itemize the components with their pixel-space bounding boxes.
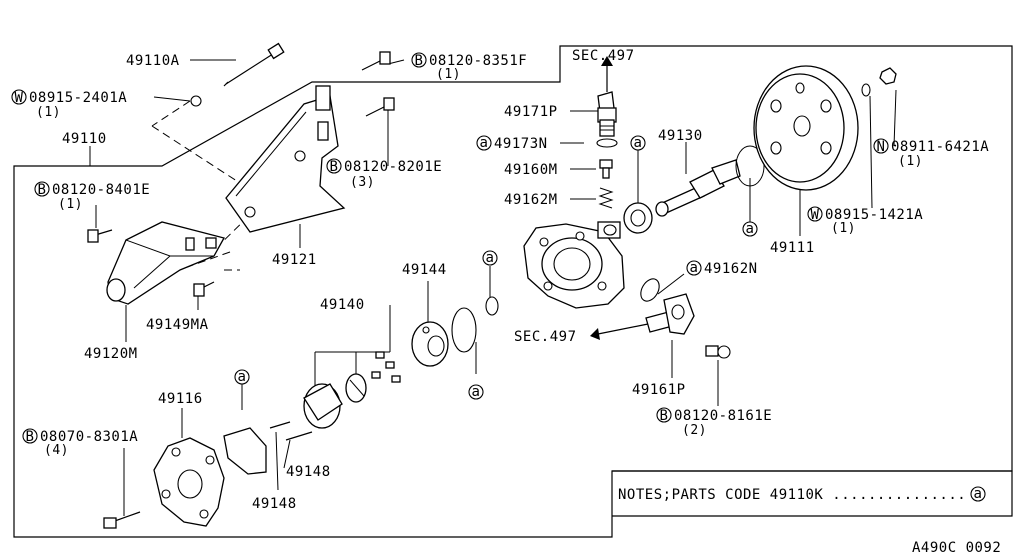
prefix-symbols: W B B B a a N W B B (11, 52, 889, 445)
fitting-49171p (597, 91, 617, 137)
svg-text:a: a (486, 250, 495, 266)
label-08120-8351f: 08120-8351F (429, 53, 527, 69)
qty-08120-8401e: (1) (58, 197, 83, 212)
svg-text:B: B (415, 53, 424, 69)
fitting-49161p (645, 293, 731, 359)
oring-49162n (640, 278, 660, 302)
pins-49148 (269, 421, 313, 441)
gasket (223, 427, 267, 475)
valve-49160m (599, 159, 613, 179)
label-49110: 49110 (62, 131, 107, 147)
long-bolt-49110a (223, 42, 285, 87)
washer-08915-1421a (861, 83, 871, 97)
label-49121: 49121 (272, 252, 317, 268)
bolt-08120-8351f (361, 51, 391, 71)
svg-text:W: W (15, 90, 24, 106)
qty-08915-2401a: (1) (36, 105, 61, 120)
bracket-49121 (225, 85, 346, 233)
rotor-kit-49140 (303, 351, 401, 429)
qty-08120-8201e: (3) (350, 175, 375, 190)
washer-small (190, 95, 202, 107)
mount-49120m (106, 221, 225, 305)
label-49173n: 49173N (494, 136, 548, 152)
label-49162n: 49162N (704, 261, 758, 277)
svg-text:W: W (811, 207, 820, 223)
snap-ring (735, 145, 765, 187)
oring-small (485, 296, 499, 316)
standard-part-markers: a a a a a (234, 135, 758, 400)
svg-text:N: N (877, 139, 886, 155)
label-49116: 49116 (158, 391, 203, 407)
qty-08915-1421a: (1) (831, 221, 856, 236)
pulley-49111 (753, 65, 859, 191)
bolt-08120-8201e (365, 97, 395, 117)
label-49148-b: 49148 (252, 496, 297, 512)
part-labels: 49110A 08915-2401A (1) 49110 08120-8351F… (29, 48, 989, 512)
svg-text:a: a (974, 486, 983, 502)
label-49110a: 49110A (126, 53, 180, 69)
svg-text:a: a (634, 135, 643, 151)
seal (623, 202, 653, 234)
label-49160m: 49160M (504, 162, 558, 178)
label-49162m: 49162M (504, 192, 558, 208)
shaft-49130 (655, 159, 741, 217)
label-49144: 49144 (402, 262, 447, 278)
bolt-08070-8301a (103, 511, 141, 529)
cover-49116 (153, 437, 225, 527)
label-49120m: 49120M (84, 346, 138, 362)
svg-text:a: a (690, 260, 699, 276)
notes-box (612, 470, 1013, 517)
label-08915-2401a: 08915-2401A (29, 90, 127, 106)
svg-text:a: a (472, 384, 481, 400)
label-sec-497-side: SEC.497 (514, 329, 577, 345)
assembly-boundary (13, 45, 1013, 538)
qty-08911-6421a: (1) (898, 154, 923, 169)
label-08070-8301a: 08070-8301A (40, 429, 138, 445)
svg-text:B: B (660, 408, 669, 424)
label-49148-a: 49148 (286, 464, 331, 480)
svg-text:B: B (330, 159, 339, 175)
spring-49162m (598, 187, 614, 209)
svg-text:a: a (480, 135, 489, 151)
bolt-49149ma (193, 281, 215, 297)
section-arrow-left (590, 323, 649, 340)
label-sec-497-top: SEC.497 (572, 48, 635, 64)
label-49149ma: 49149MA (146, 317, 209, 333)
notes-text: NOTES;PARTS CODE 49110K ............... (618, 487, 966, 503)
cam-ring-49144 (411, 321, 449, 367)
svg-text:B: B (26, 429, 35, 445)
label-08911-6421a: 08911-6421A (891, 139, 989, 155)
label-49130: 49130 (658, 128, 703, 144)
qty-08120-8351f: (1) (436, 67, 461, 82)
pump-body (523, 221, 625, 309)
svg-text:B: B (38, 182, 47, 198)
oring-large (451, 307, 477, 353)
bolt-08120-8401e (87, 229, 113, 243)
label-08120-8201e: 08120-8201E (344, 159, 442, 175)
label-08915-1421a: 08915-1421A (825, 207, 923, 223)
notes: NOTES;PARTS CODE 49110K ............... … (618, 486, 986, 503)
leader-lines (89, 59, 897, 516)
label-49111: 49111 (770, 240, 815, 256)
label-08120-8161e: 08120-8161E (674, 408, 772, 424)
svg-text:a: a (746, 221, 755, 237)
label-49140: 49140 (320, 297, 365, 313)
svg-text:a: a (238, 369, 247, 385)
nut-08911-6421a (879, 67, 897, 85)
label-08120-8401e: 08120-8401E (52, 182, 150, 198)
diagram-code: A490C 0092 (912, 540, 1001, 556)
label-49171p: 49171P (504, 104, 558, 120)
oring-49173n (596, 138, 618, 148)
label-49161p: 49161P (632, 382, 686, 398)
section-arrow-up (601, 56, 613, 92)
qty-08070-8301a: (4) (44, 443, 69, 458)
qty-08120-8161e: (2) (682, 423, 707, 438)
